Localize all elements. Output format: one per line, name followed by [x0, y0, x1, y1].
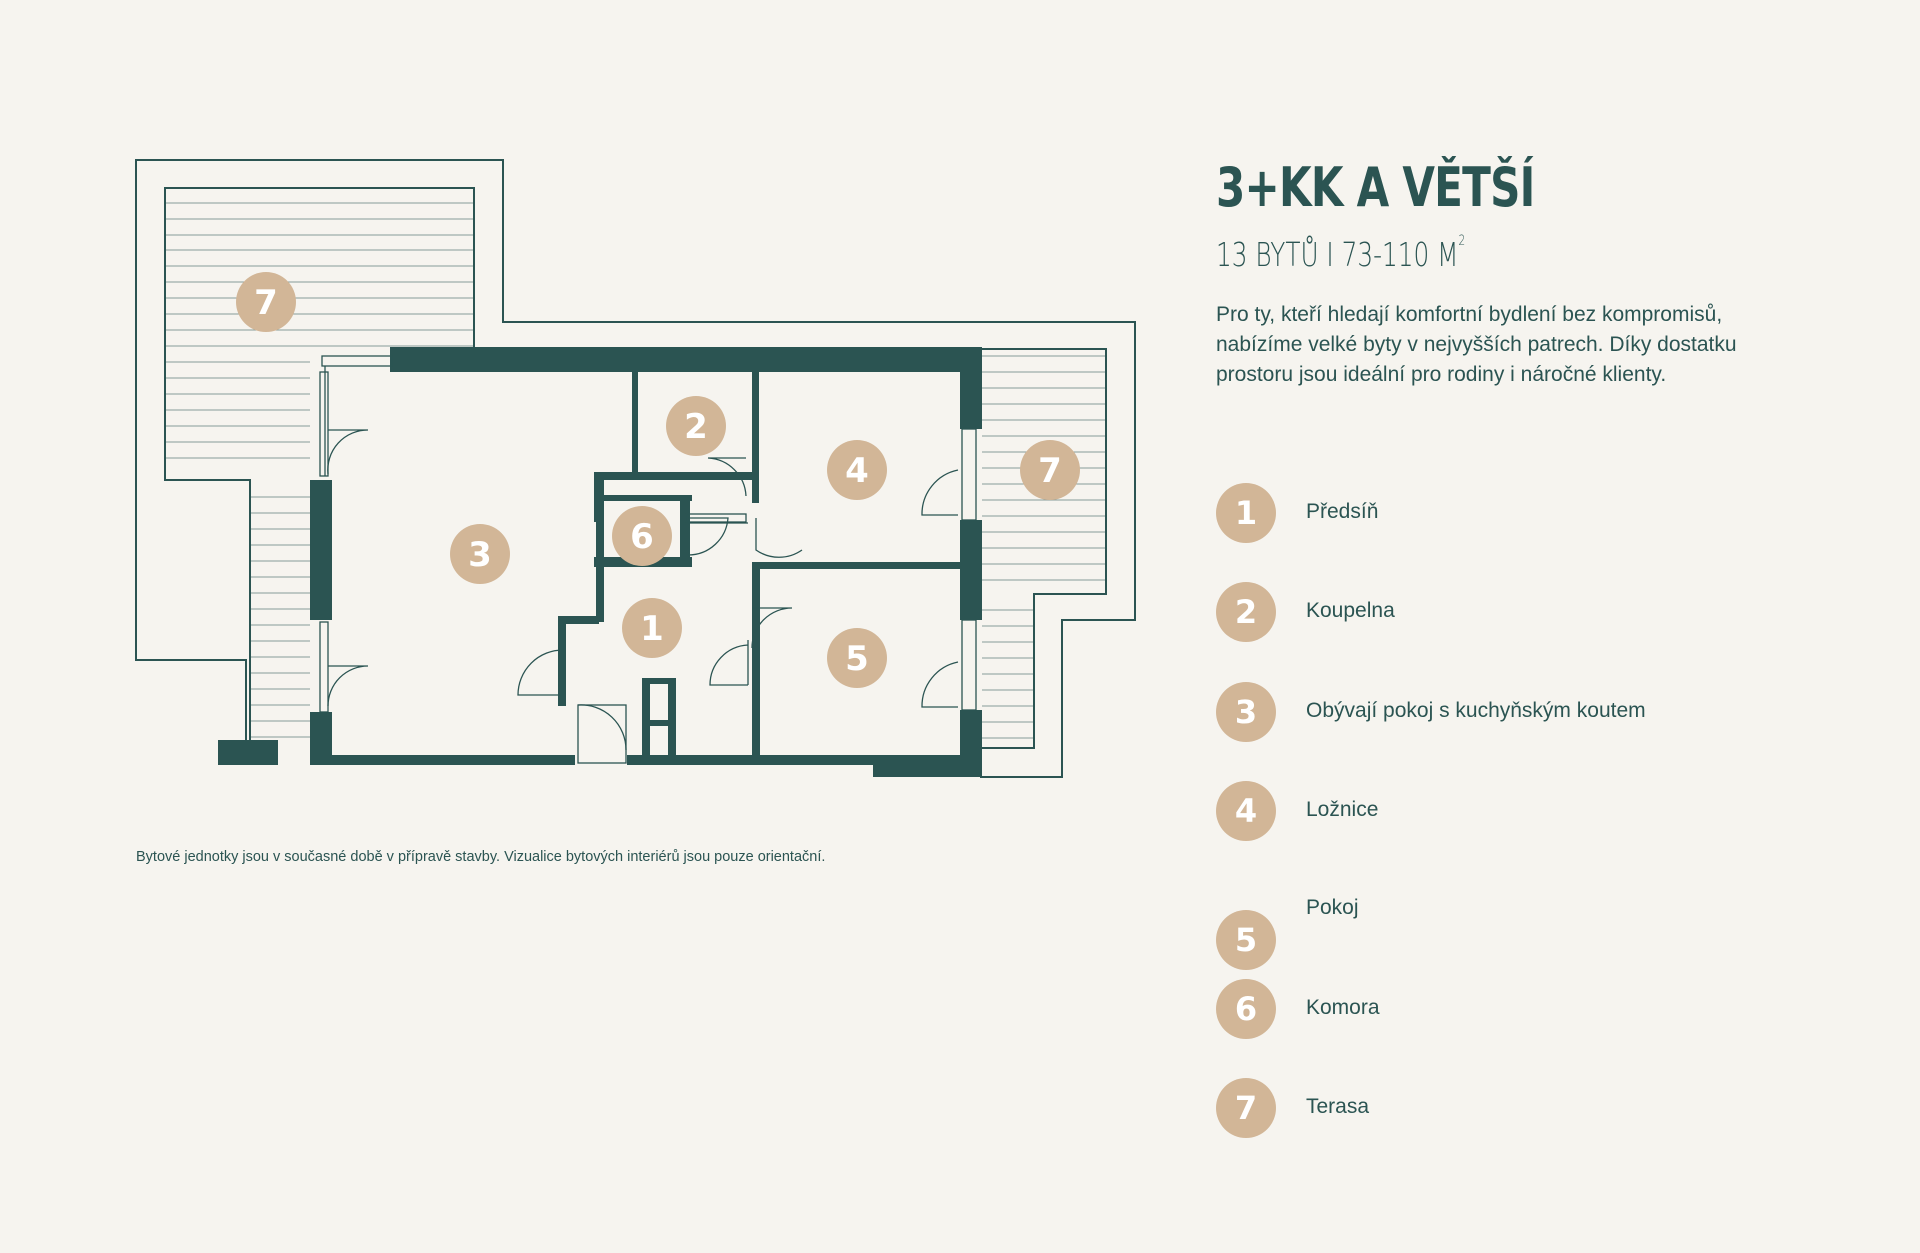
plan-badge-room: 5 — [827, 628, 887, 688]
description: Pro ty, kteří hledají komfortní bydlení … — [1216, 302, 1737, 386]
svg-text:1: 1 — [640, 609, 664, 649]
terrace-outline — [135, 159, 1136, 778]
plan-badge-storage: 6 — [612, 506, 672, 566]
legend-label: Terasa — [1306, 1095, 1370, 1118]
svg-text:4: 4 — [845, 451, 869, 491]
svg-text:2: 2 — [684, 407, 708, 447]
walls — [218, 347, 982, 777]
plan-badge-terrace-left: 7 — [236, 272, 296, 332]
legend-badge: 6 — [1216, 979, 1276, 1039]
subtitle: 13 BYTŮ I 73-110 M2 — [1216, 232, 1666, 274]
svg-text:3: 3 — [468, 535, 492, 575]
legend-label: Koupelna — [1306, 599, 1395, 622]
plan-badge-hall: 1 — [622, 598, 682, 658]
plan-badge-bathroom: 2 — [666, 396, 726, 456]
subtitle-text: 13 BYTŮ I 73-110 M — [1216, 234, 1459, 274]
svg-text:7: 7 — [1038, 451, 1062, 491]
legend-label: Pokoj — [1306, 896, 1359, 919]
svg-text:5: 5 — [845, 639, 869, 679]
page-title: 3+KK A VĚTŠÍ — [1216, 156, 1535, 219]
legend-badge: 2 — [1216, 582, 1276, 642]
legend-label: Ložnice — [1306, 798, 1379, 821]
info-panel: 3+KK A VĚTŠÍ 13 BYTŮ I 73-110 M2 Pro ty,… — [1216, 156, 1816, 390]
doors — [319, 355, 977, 764]
legend-label: Komora — [1306, 996, 1380, 1019]
plan-badges: 7 3 2 6 4 7 1 5 — [236, 272, 1080, 688]
disclaimer: Bytové jednotky jsou v současné době v p… — [136, 849, 826, 865]
legend-label: Obývají pokoj s kuchyňským koutem — [1306, 699, 1646, 722]
plan-badge-terrace-right: 7 — [1020, 440, 1080, 500]
svg-text:7: 7 — [254, 283, 278, 323]
legend-badge: 4 — [1216, 781, 1276, 841]
floor-plan: 7 3 2 6 4 7 1 5 — [135, 159, 1136, 778]
plan-badge-bedroom: 4 — [827, 440, 887, 500]
legend-badge: 7 — [1216, 1078, 1276, 1138]
legend-label: Předsíň — [1306, 500, 1379, 523]
subtitle-superscript: 2 — [1458, 232, 1466, 249]
legend-badge: 5 — [1216, 910, 1276, 970]
plan-badge-living-room: 3 — [450, 524, 510, 584]
legend-badge: 1 — [1216, 483, 1276, 543]
legend-badge: 3 — [1216, 682, 1276, 742]
terrace-decking — [165, 202, 1106, 739]
svg-text:6: 6 — [630, 517, 654, 557]
